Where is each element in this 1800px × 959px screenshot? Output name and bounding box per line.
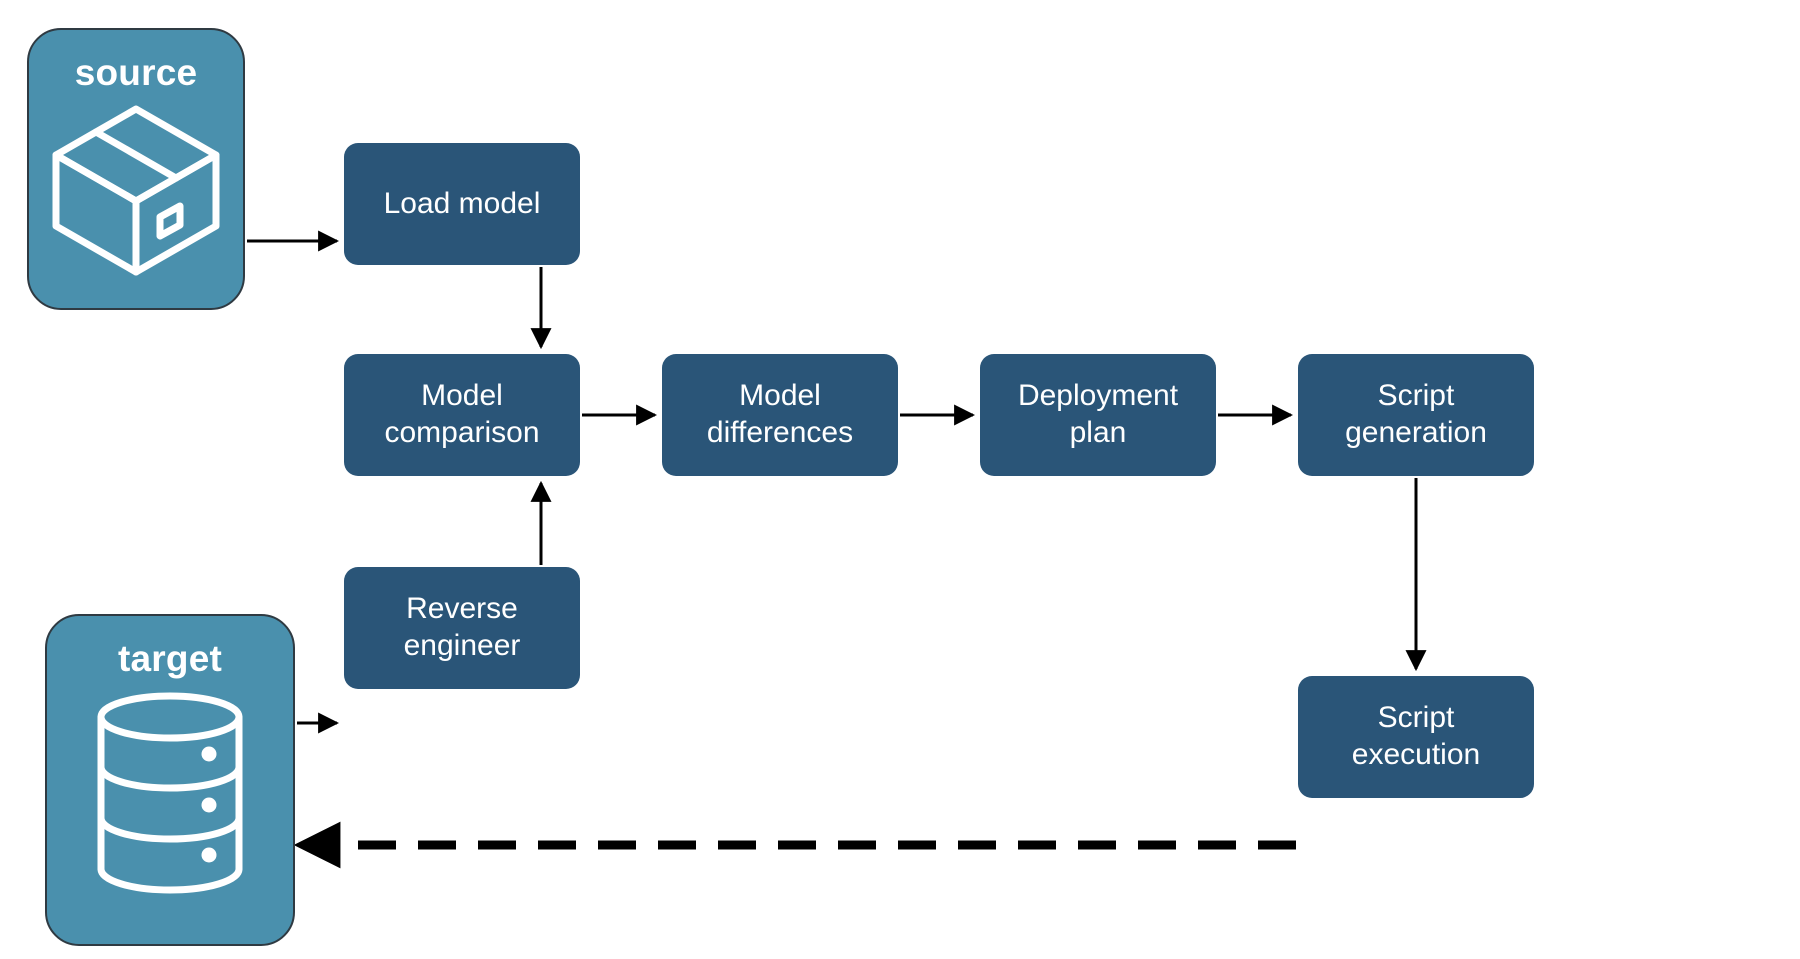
node-model-comparison-label: Model comparison: [384, 379, 540, 449]
node-reverse-engineer[interactable]: Reverse engineer: [344, 567, 580, 689]
node-script-generation-label: Script generation: [1345, 379, 1487, 449]
node-model-differences[interactable]: Model differences: [662, 354, 898, 476]
node-source-label: source: [74, 52, 198, 93]
package-box-icon: [52, 105, 220, 276]
node-script-execution[interactable]: Script execution: [1298, 676, 1534, 798]
node-source[interactable]: source: [27, 28, 245, 310]
node-load-model-label: Load model: [383, 186, 541, 220]
node-script-generation[interactable]: Script generation: [1298, 354, 1534, 476]
node-model-differences-label: Model differences: [706, 379, 854, 449]
node-script-execution-label: Script execution: [1351, 701, 1481, 771]
node-load-model[interactable]: Load model: [344, 143, 580, 265]
node-reverse-engineer-label: Reverse engineer: [403, 592, 521, 662]
node-target-label: target: [118, 638, 222, 679]
node-deployment-plan-label: Deployment plan: [1017, 379, 1179, 449]
node-model-comparison[interactable]: Model comparison: [344, 354, 580, 476]
node-target[interactable]: target: [45, 614, 295, 946]
database-cylinder-icon: [97, 692, 243, 894]
node-deployment-plan[interactable]: Deployment plan: [980, 354, 1216, 476]
